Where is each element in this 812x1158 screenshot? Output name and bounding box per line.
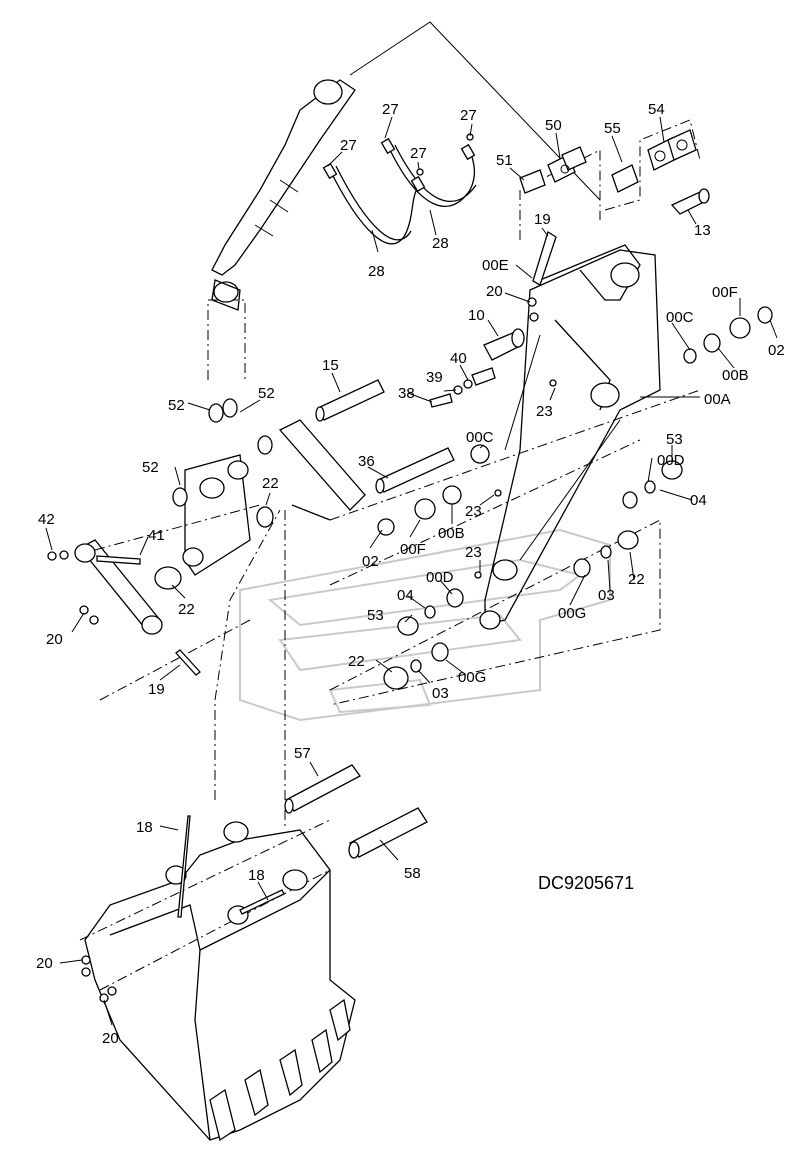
label-00D: 00D xyxy=(426,569,454,586)
label-23: 23 xyxy=(536,403,553,420)
label-27: 27 xyxy=(410,145,427,162)
label-22: 22 xyxy=(262,475,279,492)
label-28: 28 xyxy=(368,263,385,280)
label-28: 28 xyxy=(432,235,449,252)
pin-13 xyxy=(670,188,710,215)
leader-lines xyxy=(45,116,778,1026)
label-10: 10 xyxy=(468,307,485,324)
label-03: 03 xyxy=(432,685,449,702)
label-27: 27 xyxy=(340,137,357,154)
label-22: 22 xyxy=(628,571,645,588)
label-02: 02 xyxy=(362,553,379,570)
label-27: 27 xyxy=(382,101,399,118)
label-04: 04 xyxy=(397,587,414,604)
watermark-logo xyxy=(239,528,611,722)
bucket-link xyxy=(74,419,366,635)
label-57: 57 xyxy=(294,745,311,762)
label-00A: 00A xyxy=(704,391,731,408)
pins-57-58 xyxy=(284,764,428,859)
label-00B: 00B xyxy=(722,367,749,384)
label-03: 03 xyxy=(598,587,615,604)
label-00B: 00B xyxy=(438,525,465,542)
label-00C: 00C xyxy=(466,429,494,446)
label-04: 04 xyxy=(690,492,707,509)
label-20: 20 xyxy=(486,283,503,300)
bucket xyxy=(81,815,356,1142)
drawing-code: DC9205671 xyxy=(538,873,634,893)
shim-plates xyxy=(519,129,697,194)
pin-10-assembly xyxy=(429,328,525,408)
label-27: 27 xyxy=(460,107,477,124)
label-19: 19 xyxy=(534,211,551,228)
label-18: 18 xyxy=(248,867,265,884)
label-00C: 00C xyxy=(666,309,694,326)
label-42: 42 xyxy=(38,511,55,528)
label-00D: 00D xyxy=(657,452,685,469)
label-23: 23 xyxy=(465,503,482,520)
label-40: 40 xyxy=(450,350,467,367)
label-51: 51 xyxy=(496,152,513,169)
label-53: 53 xyxy=(367,607,384,624)
label-00F: 00F xyxy=(400,541,426,558)
label-36: 36 xyxy=(358,453,375,470)
label-00E: 00E xyxy=(482,257,509,274)
hydraulic-hoses xyxy=(322,133,477,245)
label-20: 20 xyxy=(102,1030,119,1047)
pins-15-36 xyxy=(315,379,455,494)
label-00G: 00G xyxy=(458,669,486,686)
label-41: 41 xyxy=(148,527,165,544)
label-55: 55 xyxy=(604,120,621,137)
label-20: 20 xyxy=(46,631,63,648)
label-53: 53 xyxy=(666,431,683,448)
assembly-lines xyxy=(79,21,701,991)
label-23: 23 xyxy=(465,544,482,561)
bolts-and-nuts xyxy=(47,230,557,676)
label-52: 52 xyxy=(142,459,159,476)
label-58: 58 xyxy=(404,865,421,882)
label-54: 54 xyxy=(648,101,665,118)
label-52: 52 xyxy=(168,397,185,414)
label-19: 19 xyxy=(148,681,165,698)
arm-body xyxy=(479,244,661,630)
label-50: 50 xyxy=(545,117,562,134)
label-22: 22 xyxy=(178,601,195,618)
arm-cylinder xyxy=(211,79,356,311)
rings-and-bushings xyxy=(154,306,773,690)
label-00G: 00G xyxy=(558,605,586,622)
label-39: 39 xyxy=(426,369,443,386)
part-labels: 27 27 27 27 28 28 50 51 55 54 13 19 00E … xyxy=(36,101,785,1047)
label-38: 38 xyxy=(398,385,415,402)
label-22: 22 xyxy=(348,653,365,670)
label-20: 20 xyxy=(36,955,53,972)
label-13: 13 xyxy=(694,222,711,239)
label-02: 02 xyxy=(768,342,785,359)
label-18: 18 xyxy=(136,819,153,836)
label-00F: 00F xyxy=(712,284,738,301)
label-15: 15 xyxy=(322,357,339,374)
label-52: 52 xyxy=(258,385,275,402)
